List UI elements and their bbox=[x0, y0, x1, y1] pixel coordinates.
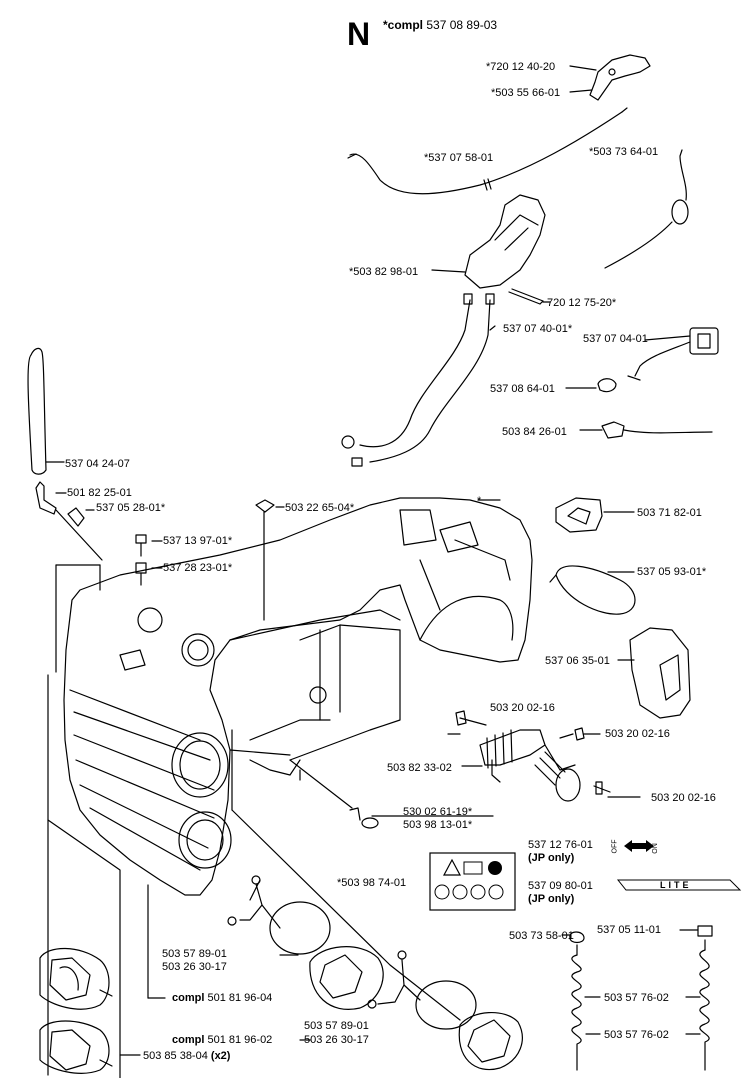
throttle-cable-part bbox=[347, 107, 628, 195]
part-label: *537 07 58-01 bbox=[424, 152, 494, 164]
part-note: (JP only) bbox=[528, 852, 575, 864]
part-label: 503 71 82-01 bbox=[637, 507, 702, 519]
kit-label: compl 501 81 96-04 bbox=[172, 992, 272, 1005]
part-label: 503 22 65-04* bbox=[285, 502, 355, 514]
part-label: 537 28 23-01* bbox=[163, 562, 233, 574]
grommet-part bbox=[565, 378, 617, 393]
quantity-note: (x2) bbox=[210, 1050, 231, 1062]
part-label: 537 07 40-01* bbox=[503, 323, 573, 335]
wire-spring-part bbox=[604, 149, 689, 269]
side-cover-part bbox=[617, 627, 691, 719]
part-label: 537 05 11-01 bbox=[597, 924, 662, 936]
kit-label: compl 501 81 96-02 bbox=[172, 1034, 272, 1047]
part-label: 503 85 38-04 (x2) bbox=[143, 1050, 230, 1063]
rubber-buffer-part bbox=[39, 947, 113, 1074]
trigger-cover-part bbox=[549, 565, 636, 615]
ground-lead-part bbox=[579, 421, 713, 439]
part-label: 503 20 02-16 bbox=[490, 702, 555, 714]
part-number: 503 85 38-04 bbox=[143, 1050, 208, 1062]
part-label: 503 26 30-17 bbox=[304, 1034, 369, 1046]
part-label: 530 02 61-19* bbox=[403, 806, 473, 818]
throttle-trigger-part bbox=[431, 194, 546, 289]
washer-part bbox=[289, 759, 379, 829]
on-text: ON bbox=[651, 843, 659, 854]
safety-decal-part bbox=[429, 852, 516, 911]
part-label: *503 98 74-01 bbox=[337, 877, 407, 889]
stop-switch-part bbox=[627, 327, 719, 381]
bolt-part bbox=[455, 710, 611, 795]
elbow-fitting-part bbox=[35, 481, 103, 561]
part-label: * bbox=[477, 495, 482, 507]
screw-part bbox=[135, 534, 163, 586]
part-label: 503 73 58-01 bbox=[509, 930, 574, 942]
part-label: 503 57 89-01 bbox=[304, 1020, 369, 1032]
av-spring-left-part bbox=[569, 931, 585, 1071]
av-spring-right-part bbox=[697, 925, 713, 1071]
wiring-harness-part bbox=[341, 293, 496, 467]
kit-prefix: compl bbox=[172, 992, 205, 1004]
part-label: 537 05 28-01* bbox=[96, 502, 166, 514]
kit-number: 501 81 96-02 bbox=[207, 1034, 273, 1046]
part-label: *503 73 64-01 bbox=[589, 146, 659, 158]
part-label: 503 84 26-01 bbox=[502, 426, 567, 438]
part-label: 537 07 04-01 bbox=[583, 333, 648, 345]
part-label: *503 55 66-01 bbox=[491, 87, 561, 99]
part-label: 503 82 33-02 bbox=[387, 762, 452, 774]
part-label: 537 12 76-01 bbox=[528, 839, 593, 851]
off-text: OFF bbox=[611, 839, 619, 854]
kit-prefix: compl bbox=[172, 1034, 205, 1046]
part-label: *503 82 98-01 bbox=[349, 266, 419, 278]
fuel-cap-part bbox=[227, 875, 523, 1070]
part-label: 537 13 97-01* bbox=[163, 535, 233, 547]
part-label: 501 82 25-01 bbox=[67, 487, 132, 499]
part-label: 720 12 75-20* bbox=[547, 297, 617, 309]
square-nut-part bbox=[255, 499, 285, 621]
throttle-lock-part bbox=[569, 54, 651, 101]
part-label: *720 12 40-20 bbox=[486, 61, 556, 73]
part-note: (JP only) bbox=[528, 893, 575, 905]
part-label: 503 20 02-16 bbox=[651, 792, 716, 804]
lite-text: LITE bbox=[660, 880, 692, 890]
on-off-arrow-icon bbox=[624, 840, 654, 852]
leader-lines bbox=[47, 564, 461, 1078]
pin-part bbox=[508, 288, 551, 305]
section-kit-number: *compl 537 08 89-03 bbox=[383, 18, 497, 32]
part-label: 537 08 64-01 bbox=[490, 383, 555, 395]
switch-cover-part bbox=[555, 497, 635, 533]
fuel-hose-part bbox=[27, 347, 65, 475]
kit-number: 501 81 96-04 bbox=[207, 992, 273, 1004]
lite-plate-part bbox=[616, 879, 742, 891]
section-letter: N bbox=[347, 16, 371, 52]
part-label: 503 57 76-02 bbox=[604, 992, 669, 1004]
part-label: 503 57 89-01 bbox=[162, 948, 227, 960]
part-label: 503 57 76-02 bbox=[604, 1029, 669, 1041]
part-label: 537 09 80-01 bbox=[528, 880, 593, 892]
part-label: 537 06 35-01 bbox=[545, 655, 610, 667]
part-label: 503 98 13-01* bbox=[403, 819, 473, 831]
part-label: 503 26 30-17 bbox=[162, 961, 227, 973]
handle-housing-part bbox=[63, 497, 533, 896]
section-kit-value: 537 08 89-03 bbox=[426, 18, 498, 32]
part-label: 503 20 02-16 bbox=[605, 728, 670, 740]
part-label: 537 04 24-07 bbox=[65, 458, 130, 470]
av-spring-assembly-part bbox=[479, 729, 581, 802]
part-label: 537 05 93-01* bbox=[637, 566, 707, 578]
section-kit-prefix: *compl bbox=[383, 18, 424, 32]
